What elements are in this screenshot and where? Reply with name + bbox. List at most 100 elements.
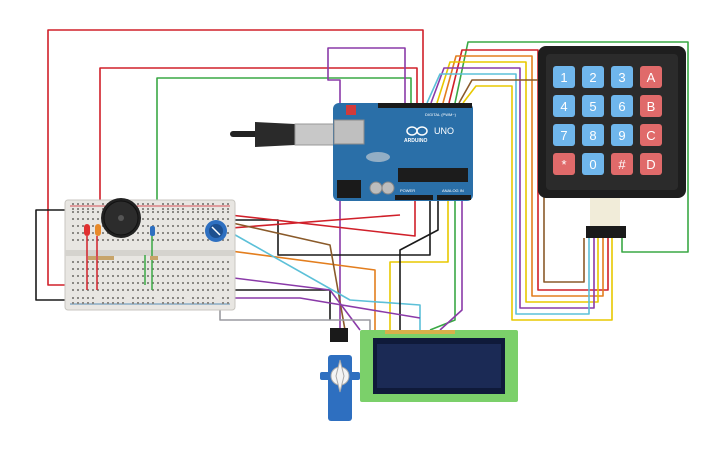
breadboard-hole[interactable] [147,297,149,299]
breadboard-hole[interactable] [162,239,164,241]
breadboard-hole[interactable] [207,239,209,241]
breadboard-hole[interactable] [152,268,154,270]
breadboard-hole[interactable] [202,268,204,270]
breadboard-hole[interactable] [217,268,219,270]
keypad-key-*[interactable]: * [553,153,575,175]
breadboard-hole[interactable] [197,289,199,291]
keypad-key-2[interactable]: 2 [582,66,604,88]
breadboard-hole[interactable] [92,211,94,213]
breadboard-hole[interactable] [227,218,229,220]
breadboard-hole[interactable] [77,268,79,270]
breadboard-hole[interactable] [87,275,89,277]
breadboard-hole[interactable] [177,218,179,220]
breadboard-hole[interactable] [167,232,169,234]
breadboard-hole[interactable] [167,239,169,241]
piezo-buzzer[interactable] [101,198,141,238]
breadboard-hole[interactable] [132,275,134,277]
resistor-3[interactable] [106,256,114,260]
breadboard-hole[interactable] [132,302,134,304]
breadboard-hole[interactable] [102,275,104,277]
breadboard-hole[interactable] [82,275,84,277]
breadboard-hole[interactable] [172,282,174,284]
breadboard-hole[interactable] [162,261,164,263]
breadboard-hole[interactable] [142,282,144,284]
breadboard-hole[interactable] [82,239,84,241]
breadboard-hole[interactable] [77,218,79,220]
breadboard-hole[interactable] [192,289,194,291]
breadboard-hole[interactable] [102,302,104,304]
breadboard-hole[interactable] [152,289,154,291]
breadboard-hole[interactable] [227,208,229,210]
breadboard-hole[interactable] [147,268,149,270]
breadboard-hole[interactable] [97,218,99,220]
breadboard-hole[interactable] [182,239,184,241]
breadboard-hole[interactable] [152,261,154,263]
breadboard-hole[interactable] [107,297,109,299]
breadboard-hole[interactable] [177,289,179,291]
keypad-key-A[interactable]: A [640,66,662,88]
resistor-1[interactable] [88,256,96,260]
breadboard-hole[interactable] [172,225,174,227]
breadboard-hole[interactable] [197,297,199,299]
breadboard-hole[interactable] [142,203,144,205]
breadboard-hole[interactable] [82,297,84,299]
breadboard-hole[interactable] [212,275,214,277]
breadboard-hole[interactable] [197,239,199,241]
breadboard-hole[interactable] [182,302,184,304]
breadboard-hole[interactable] [107,302,109,304]
breadboard-hole[interactable] [227,297,229,299]
led-red[interactable] [84,224,90,236]
breadboard-hole[interactable] [87,302,89,304]
breadboard-hole[interactable] [82,203,84,205]
breadboard-hole[interactable] [177,239,179,241]
breadboard-hole[interactable] [87,289,89,291]
breadboard-hole[interactable] [177,297,179,299]
breadboard-hole[interactable] [187,225,189,227]
breadboard-hole[interactable] [197,218,199,220]
breadboard-hole[interactable] [162,225,164,227]
breadboard-hole[interactable] [227,239,229,241]
breadboard-hole[interactable] [72,289,74,291]
breadboard-hole[interactable] [192,208,194,210]
breadboard-hole[interactable] [192,302,194,304]
breadboard-hole[interactable] [112,302,114,304]
breadboard-hole[interactable] [107,275,109,277]
breadboard-hole[interactable] [152,282,154,284]
breadboard-hole[interactable] [187,218,189,220]
breadboard-hole[interactable] [192,268,194,270]
breadboard-hole[interactable] [92,232,94,234]
breadboard-hole[interactable] [87,211,89,213]
breadboard-hole[interactable] [172,302,174,304]
breadboard-hole[interactable] [172,261,174,263]
breadboard-hole[interactable] [112,275,114,277]
breadboard-hole[interactable] [152,297,154,299]
breadboard-hole[interactable] [102,282,104,284]
breadboard-hole[interactable] [222,289,224,291]
breadboard-hole[interactable] [77,302,79,304]
breadboard-hole[interactable] [182,275,184,277]
breadboard-hole[interactable] [172,268,174,270]
breadboard-hole[interactable] [72,211,74,213]
breadboard-hole[interactable] [192,225,194,227]
breadboard-hole[interactable] [122,239,124,241]
breadboard-hole[interactable] [87,218,89,220]
breadboard-hole[interactable] [202,302,204,304]
breadboard-hole[interactable] [212,211,214,213]
breadboard-hole[interactable] [112,261,114,263]
breadboard-hole[interactable] [227,225,229,227]
breadboard-hole[interactable] [167,282,169,284]
breadboard-hole[interactable] [77,239,79,241]
breadboard-hole[interactable] [142,275,144,277]
breadboard-hole[interactable] [142,218,144,220]
keypad-key-D[interactable]: D [640,153,662,175]
breadboard-hole[interactable] [212,203,214,205]
breadboard-hole[interactable] [122,302,124,304]
breadboard-hole[interactable] [142,239,144,241]
keypad-key-1[interactable]: 1 [553,66,575,88]
breadboard-hole[interactable] [202,261,204,263]
breadboard-hole[interactable] [177,232,179,234]
breadboard-hole[interactable] [137,282,139,284]
breadboard-hole[interactable] [117,275,119,277]
breadboard-hole[interactable] [172,239,174,241]
breadboard-hole[interactable] [72,268,74,270]
